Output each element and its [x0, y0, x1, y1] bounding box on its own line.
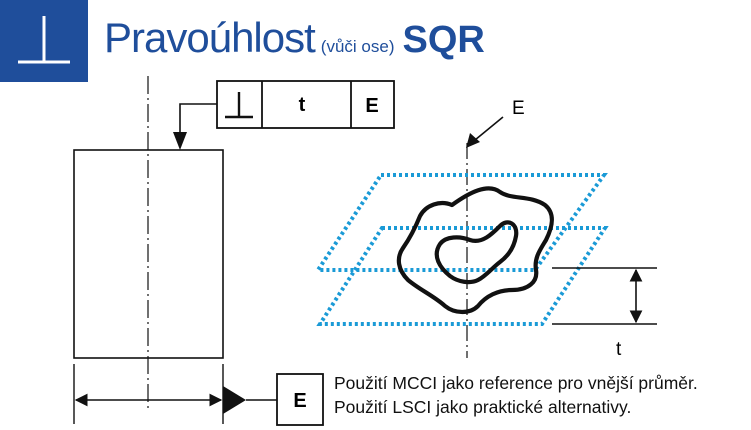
datum-box: E	[276, 373, 324, 426]
upper-zone-plane	[314, 173, 608, 272]
lower-zone-plane	[316, 226, 609, 326]
fcf-tolerance: t	[299, 94, 306, 116]
datum-axis-pointer-head	[466, 133, 480, 148]
perpendicularity-icon	[225, 92, 253, 119]
page-title: Pravoúhlost(vůči ose) SQR	[104, 14, 485, 70]
zone-width-label: t	[616, 339, 622, 360]
part-drawing	[73, 76, 277, 424]
tolerance-zone-drawing: E t	[314, 98, 657, 360]
fcf-leader-arrow	[173, 132, 187, 150]
datum-axis-pointer	[474, 116, 504, 141]
fcf-leader	[179, 103, 217, 138]
title-subtitle: (vůči ose)	[320, 37, 395, 56]
zone-axis-label: E	[512, 98, 525, 119]
fcf-datum: E	[365, 95, 378, 117]
feature-control-frame: t E	[173, 80, 395, 150]
title-text: Pravoúhlost	[104, 14, 316, 61]
part-rectangle	[73, 149, 224, 359]
feature-contour-inner	[434, 220, 519, 285]
notes: Použití MCCI jako reference pro vnější p…	[334, 371, 698, 419]
datum-box-frame	[276, 373, 324, 426]
datum-box-label: E	[293, 390, 306, 412]
note-line-2: Použití LSCI jako praktické alternativy.	[334, 397, 632, 417]
title-code: SQR	[402, 19, 485, 61]
datum-triangle	[223, 386, 246, 414]
note-line-1: Použití MCCI jako reference pro vnější p…	[334, 373, 698, 393]
perpendicularity-icon	[18, 16, 70, 64]
fcf-frame	[216, 80, 395, 129]
perpendicularity-badge	[0, 0, 88, 82]
feature-contour-outer	[396, 186, 554, 315]
